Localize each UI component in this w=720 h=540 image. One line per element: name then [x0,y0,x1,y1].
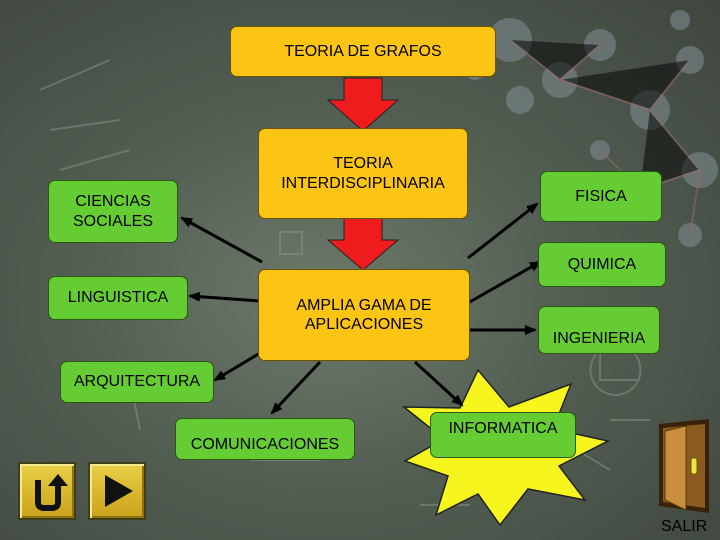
link-to-linguistica [188,291,261,303]
node-amplia-gama: AMPLIA GAMA DE APLICACIONES [258,269,470,361]
link-to-fisica [467,202,539,260]
node-teoria-grafos: TEORIA DE GRAFOS [230,26,496,77]
node-comunicaciones: COMUNICACIONES [175,418,355,460]
link-to-informatica [413,360,464,407]
node-ingenieria: INGENIERIA [538,306,660,354]
node-teoria-interdisciplinaria: TEORIA INTERDISCIPLINARIA [258,128,468,219]
node-quimica: QUIMICA [538,242,666,287]
u-turn-back-icon [35,474,68,511]
link-to-ciencias [180,216,263,264]
node-arquitectura: ARQUITECTURA [60,361,214,403]
node-linguistica: LINGUISTICA [48,276,188,320]
red-arrow-lower [326,217,400,271]
link-to-comunicaciones [270,360,322,415]
node-informatica: INFORMATICA [430,412,576,458]
exit-label[interactable]: SALIR [661,518,708,535]
link-to-quimica [467,260,542,305]
exit-door-icon[interactable] [656,418,712,514]
node-fisica: FISICA [540,171,662,222]
back-button[interactable] [18,462,76,520]
node-ciencias-sociales: CIENCIAS SOCIALES [48,180,178,243]
forward-button[interactable] [88,462,146,520]
play-forward-icon [105,475,133,507]
link-to-arquitectura [213,348,266,382]
red-arrow-upper [326,77,400,132]
